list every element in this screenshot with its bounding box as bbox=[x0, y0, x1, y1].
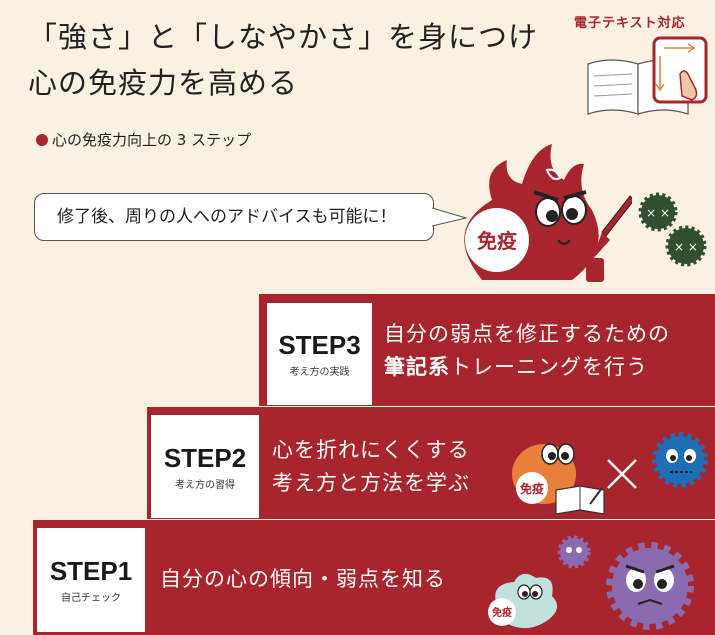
title-line-2: 心の免疫力を高める bbox=[28, 66, 299, 100]
step3-bold: 筆記系 bbox=[384, 355, 450, 379]
step2-label: STEP2 考え方の習得 bbox=[150, 414, 260, 519]
step2-description: 心を折れにくくする 考え方と方法を学ぶ bbox=[272, 434, 470, 500]
step1-description: 自分の心の傾向・弱点を知る bbox=[160, 563, 446, 596]
step3-title: STEP3 bbox=[278, 330, 361, 360]
bullet-dot-icon bbox=[36, 133, 48, 146]
step3-subtitle: 考え方の実践 bbox=[289, 367, 350, 378]
step1-label: STEP1 自己チェック bbox=[36, 527, 146, 633]
step2-title: STEP2 bbox=[163, 442, 247, 473]
step1-panel bbox=[33, 520, 715, 635]
step2-illustration: 免疫 bbox=[512, 432, 708, 515]
step1-title: STEP1 bbox=[49, 556, 133, 586]
immune-mascot-icon: 免疫 bbox=[464, 144, 632, 282]
subtitle: 心の免疫力向上の 3 ステップ bbox=[36, 129, 251, 150]
book-tablet-icon bbox=[587, 36, 708, 115]
step1-mascot-label: 免疫 bbox=[492, 606, 512, 619]
germ-pair-icon: × × × × bbox=[638, 192, 707, 267]
svg-text:× ×: × × bbox=[674, 240, 698, 254]
step2-subtitle: 考え方の習得 bbox=[175, 479, 235, 491]
step2-mascot-label: 免疫 bbox=[520, 481, 544, 496]
bubble-tail-icon bbox=[432, 207, 468, 227]
step2-line1: 心を折れにくくする bbox=[272, 438, 470, 462]
title-line-1: 「強さ」と「しなやかさ」を身につけ bbox=[28, 20, 539, 54]
speech-bubble: 修了後、周りの人へのアドバイスも可能に！ bbox=[34, 193, 434, 241]
step1-line1: 自分の心の傾向・弱点を知る bbox=[160, 567, 446, 591]
svg-text:× ×: × × bbox=[646, 206, 670, 220]
step3-description: 自分の弱点を修正するための 筆記系トレーニングを行う bbox=[384, 318, 670, 384]
mascot-label: 免疫 bbox=[477, 229, 517, 253]
step1-subtitle: 自己チェック bbox=[61, 593, 121, 604]
step3-line2: 筆記系トレーニングを行う bbox=[384, 351, 670, 384]
step3-label: STEP3 考え方の実践 bbox=[266, 302, 373, 406]
subtitle-text: 心の免疫力向上の 3 ステップ bbox=[52, 131, 252, 149]
step3-line1: 自分の弱点を修正するための bbox=[384, 322, 670, 346]
step3-line2-rest: トレーニングを行う bbox=[450, 355, 648, 379]
page-title: 「強さ」と「しなやかさ」を身につけ 心の免疫力を高める bbox=[28, 14, 538, 106]
ebook-label: 電子テキスト対応 bbox=[574, 16, 686, 31]
bubble-text: 修了後、周りの人へのアドバイスも可能に！ bbox=[57, 207, 397, 227]
step2-line2: 考え方と方法を学ぶ bbox=[272, 471, 470, 495]
step1-illustration: 免疫 bbox=[488, 535, 694, 630]
